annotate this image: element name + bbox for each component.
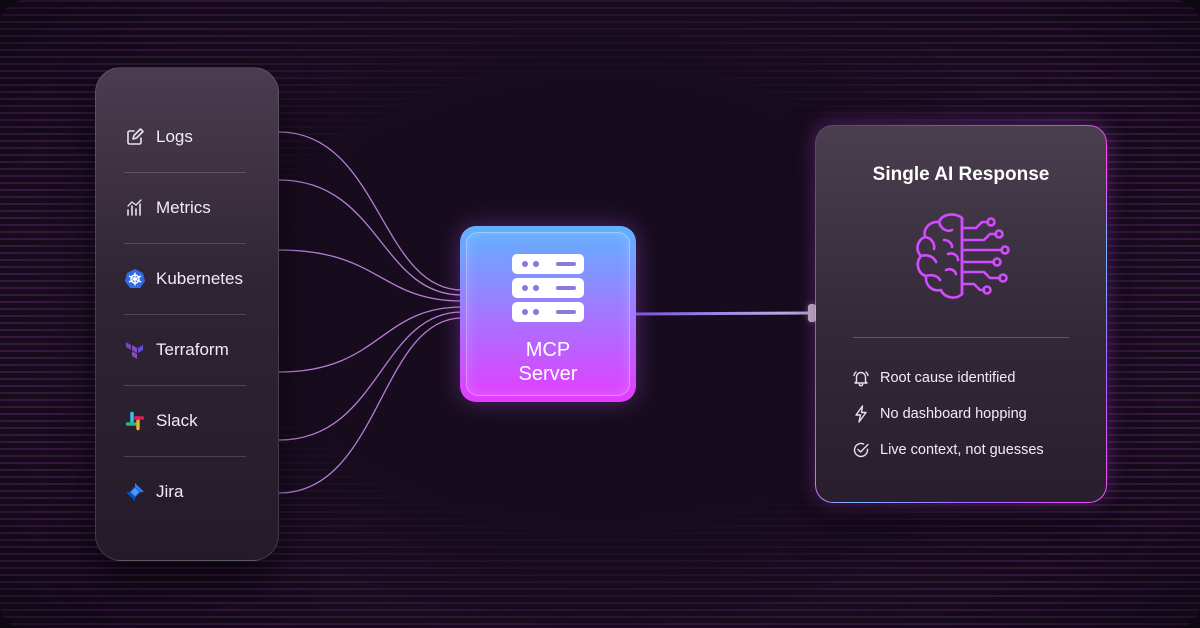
divider xyxy=(124,172,246,173)
outcome-label: Root cause identified xyxy=(880,370,1016,386)
lightning-icon xyxy=(852,405,870,423)
wire-logs xyxy=(278,131,463,291)
source-jira: Jira xyxy=(124,475,248,509)
source-label: Metrics xyxy=(156,198,211,217)
source-logs: Logs xyxy=(124,120,248,154)
check-circle-icon xyxy=(852,441,870,459)
outcome-live-context: Live context, not guesses xyxy=(852,438,1092,462)
mcp-label-line-2: Server xyxy=(518,363,578,385)
divider xyxy=(124,385,246,386)
wire-kubernetes xyxy=(278,249,463,302)
wire-output xyxy=(635,311,809,316)
response-title: Single AI Response xyxy=(872,164,1050,185)
wire-metrics xyxy=(278,179,463,296)
divider xyxy=(124,243,246,244)
edit-log-icon xyxy=(124,126,146,148)
wire-jira xyxy=(278,317,463,494)
response-divider xyxy=(853,337,1069,338)
wire-terraform xyxy=(278,306,463,373)
source-terraform: Terraform xyxy=(124,333,248,367)
outcome-no-dashboard-hopping: No dashboard hopping xyxy=(852,402,1092,426)
ai-brain-circuit-icon xyxy=(916,213,1010,299)
outcome-label: No dashboard hopping xyxy=(880,406,1027,422)
mcp-server-node: MCP Server xyxy=(460,226,636,402)
terraform-icon xyxy=(124,339,146,361)
source-label: Terraform xyxy=(156,340,229,359)
outcome-label: Live context, not guesses xyxy=(880,442,1044,458)
mcp-label-line-1: MCP xyxy=(525,339,571,361)
data-sources-panel: Logs Metrics xyxy=(95,67,279,561)
metrics-chart-icon xyxy=(124,197,146,219)
mcp-server-inner-frame xyxy=(466,232,630,396)
ai-response-panel: Single AI Response xyxy=(815,125,1107,503)
source-label: Slack xyxy=(156,411,198,430)
source-kubernetes: Kubernetes xyxy=(124,262,248,296)
outcome-root-cause: Root cause identified xyxy=(852,366,1092,390)
bell-icon xyxy=(852,369,870,387)
output-connector-knob xyxy=(808,304,816,322)
source-label: Jira xyxy=(156,482,184,501)
kubernetes-icon xyxy=(124,268,146,290)
source-label: Logs xyxy=(156,127,193,146)
source-slack: Slack xyxy=(124,404,248,438)
wire-slack xyxy=(278,311,463,441)
mcp-server-label: MCP Server xyxy=(460,338,636,386)
jira-icon xyxy=(124,481,146,503)
divider xyxy=(124,456,246,457)
slack-icon xyxy=(124,410,146,432)
divider xyxy=(124,314,246,315)
source-metrics: Metrics xyxy=(124,191,248,225)
source-label: Kubernetes xyxy=(156,269,243,288)
